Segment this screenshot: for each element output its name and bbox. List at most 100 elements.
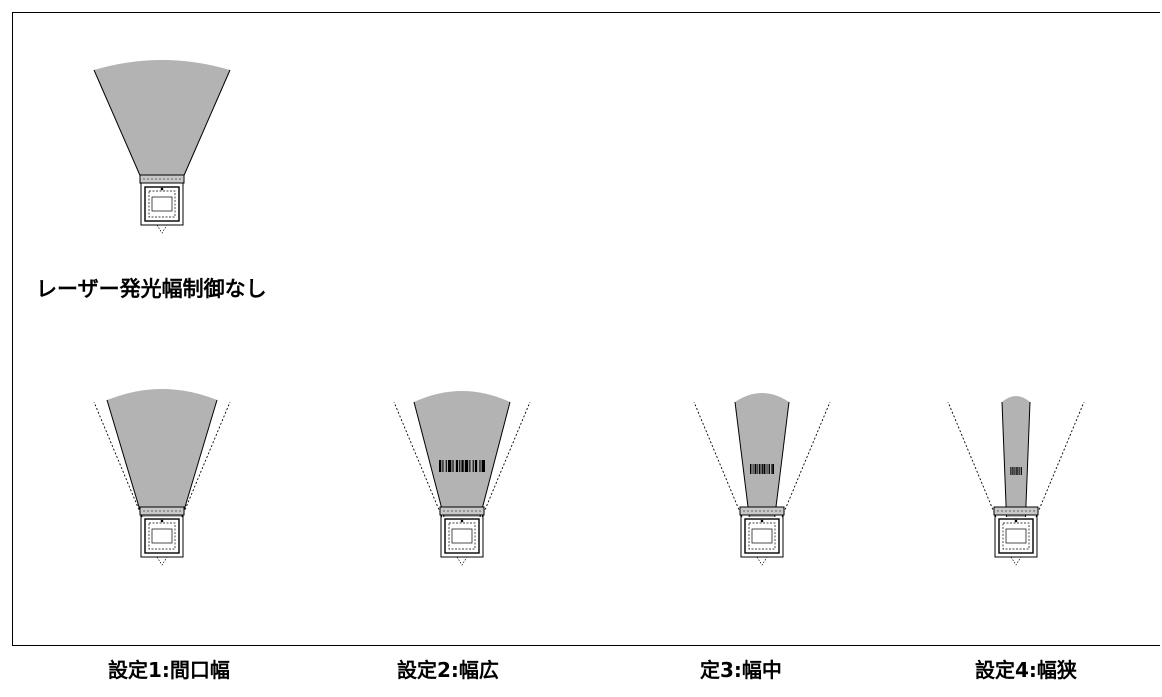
barcode-bar [461,460,464,472]
barcode-bar [758,464,760,474]
barcode-bar [763,464,766,474]
barcode-bar [455,460,459,472]
barcode-bar [459,460,461,472]
barcode-bar [442,460,444,472]
laser-beam-setting-1-edge-right [181,399,218,518]
caption-setting-1: 設定1:間口幅 [108,658,230,682]
max-width-guide-right [1035,401,1085,518]
max-width-guide-left [93,401,143,518]
laser-beam-setting-4-edge-right [1025,401,1031,518]
barcode-bar [757,464,758,474]
scanner-cable-mark [1010,556,1022,566]
barcode-icon [439,460,485,472]
scanner-icon [439,506,485,566]
scanner-lens [151,528,173,544]
laser-beam-full [94,60,230,180]
laser-beam-setting-3 [735,393,789,517]
barcode-bar [1012,467,1014,475]
barcode-bar [753,464,755,474]
scanner-module [148,190,176,218]
figure-setting-2 [393,391,531,566]
laser-beam-setting-2-edge-left [413,401,445,518]
scanner-module [1002,522,1030,550]
scanner-lens [151,196,173,212]
laser-beam-full-edge-left [93,69,143,181]
scanner-module [448,522,476,550]
scanner-led [160,519,164,523]
laser-beam-setting-3-edge-right [774,401,790,518]
barcode-bar [479,460,481,472]
laser-beam-setting-2 [414,391,510,517]
max-width-guide-right [181,401,231,518]
barcode-bar [771,464,772,474]
laser-beam-full-edge-right [181,69,231,181]
scanner-inner [744,518,780,554]
barcode-bar [452,460,454,472]
figure-setting-1 [93,389,231,566]
barcode-icon [750,464,774,474]
laser-beam-setting-1-edge-left [106,399,143,518]
barcode-bar [768,464,770,474]
scanner-window [439,506,485,516]
barcode-bar [761,464,763,474]
scanner-icon [993,506,1039,566]
scanner-inner [144,186,180,222]
scanner-module [148,522,176,550]
scanner-body [994,514,1038,558]
max-width-guide-right [481,401,531,518]
scanner-led [160,187,164,191]
barcode-bar [754,464,757,474]
scanner-window [139,506,185,516]
barcode-bar [1015,467,1017,475]
caption-setting-3: 定3:幅中 [700,658,782,682]
barcode-bar [1019,467,1020,475]
figure-setting-3 [693,393,831,566]
barcode-bar [751,464,753,474]
figure-setting-4 [947,396,1085,566]
caption-setting-4: 設定4:幅狭 [975,658,1077,682]
laser-beam-setting-4-edge-left [1001,401,1007,518]
max-width-guide-left [947,401,997,518]
max-width-guide-left [393,401,443,518]
scanner-inner [998,518,1034,554]
scanner-lens [751,528,773,544]
scanner-led [460,519,464,523]
laser-beam-setting-3-edge-left [734,401,750,518]
barcode-bar [447,460,452,472]
laser-beam-setting-4 [1002,396,1030,517]
barcode-bar [1014,467,1015,475]
barcode-bar [767,464,769,474]
caption-no-control: レーザー発光幅制御なし [36,277,267,301]
laser-beam-setting-2-edge-right [479,401,511,518]
barcode-bar [772,464,774,474]
scanner-window [139,174,185,184]
barcode-bar [1010,467,1011,475]
barcode-bar [469,460,471,472]
barcode-bar [1016,467,1018,475]
barcode-bar [472,460,474,472]
barcode-bar [1021,467,1022,475]
max-width-guide-right [781,401,831,518]
scanner-cable-mark [756,556,768,566]
barcode-bar [464,460,469,472]
figure-no-control [93,60,231,234]
scanner-icon [739,506,785,566]
barcode-bar [439,460,442,472]
barcode-bar [474,460,478,472]
barcode-icon [1010,467,1022,475]
scanner-module [748,522,776,550]
barcode-bar [760,464,762,474]
laser-beam-setting-1 [107,389,217,517]
scanner-body [740,514,784,558]
scanner-body [140,514,184,558]
max-width-guide-left [693,401,743,518]
caption-setting-2: 設定2:幅広 [397,658,499,682]
scanner-cable-mark [456,556,468,566]
scanner-cable-mark [156,556,168,566]
scanner-lens [1005,528,1027,544]
barcode-bar [750,464,752,474]
scanner-window [993,506,1039,516]
scanner-cable-mark [156,224,168,234]
barcode-bar [481,460,485,472]
